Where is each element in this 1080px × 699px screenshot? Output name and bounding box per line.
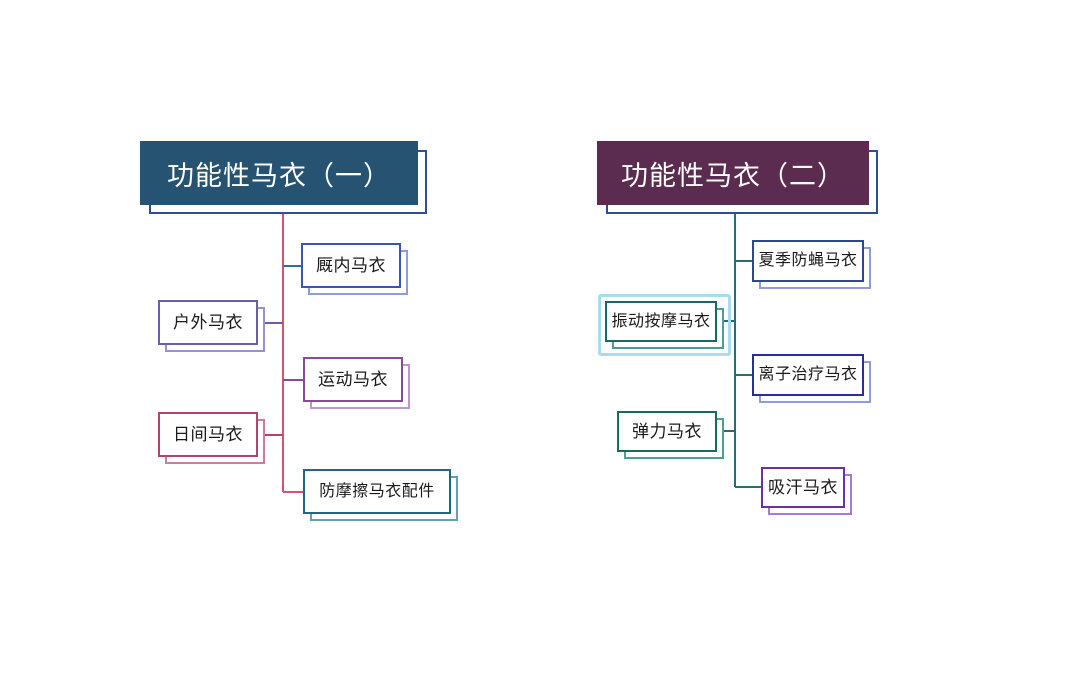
node-tree-right-2-label: 离子治疗马衣 — [758, 366, 858, 383]
trunk-line-tree-right — [734, 205, 736, 487]
connector-node-tree-left-2 — [283, 379, 303, 381]
node-tree-left-0[interactable]: 厩内马衣 — [301, 243, 401, 288]
node-tree-left-0-label: 厩内马衣 — [316, 256, 386, 275]
trunk-line-tree-left — [282, 205, 284, 492]
node-tree-right-2[interactable]: 离子治疗马衣 — [752, 354, 864, 396]
node-tree-left-3[interactable]: 日间马衣 — [158, 412, 258, 457]
node-tree-right-4[interactable]: 吸汗马衣 — [761, 467, 845, 508]
connector-node-tree-right-2 — [735, 374, 752, 376]
node-tree-left-2[interactable]: 运动马衣 — [303, 357, 403, 402]
connector-node-tree-right-0 — [735, 260, 752, 262]
node-tree-left-4-label: 防摩擦马衣配件 — [319, 482, 435, 500]
connector-node-tree-left-3 — [258, 434, 283, 436]
node-tree-right-3-label: 弹力马衣 — [632, 422, 702, 441]
node-tree-left-1[interactable]: 户外马衣 — [158, 300, 258, 345]
node-tree-left-2-label: 运动马衣 — [318, 370, 388, 389]
node-tree-right-0-label: 夏季防蝇马衣 — [758, 252, 858, 269]
connector-node-tree-right-3 — [717, 430, 735, 432]
node-tree-right-3[interactable]: 弹力马衣 — [617, 411, 717, 452]
node-tree-left-3-label: 日间马衣 — [173, 425, 243, 444]
selection-halo — [598, 294, 731, 356]
connector-node-tree-right-4 — [735, 486, 761, 488]
connector-node-tree-right-1 — [717, 320, 735, 322]
node-tree-right-1-label: 振动按摩马衣 — [611, 312, 711, 330]
node-tree-left-1-label: 户外马衣 — [173, 313, 243, 332]
node-tree-right-0[interactable]: 夏季防蝇马衣 — [752, 240, 864, 282]
node-tree-left-4[interactable]: 防摩擦马衣配件 — [303, 469, 451, 514]
connector-node-tree-left-1 — [258, 322, 283, 324]
connector-node-tree-left-4 — [283, 491, 303, 493]
node-tree-right-4-label: 吸汗马衣 — [768, 478, 838, 497]
root-node-tree-right[interactable]: 功能性马衣（二） — [597, 141, 869, 205]
node-tree-right-1[interactable]: 振动按摩马衣 — [605, 301, 717, 342]
root-node-label: 功能性马衣（二） — [621, 160, 845, 191]
connector-node-tree-left-0 — [283, 265, 301, 267]
root-node-tree-left[interactable]: 功能性马衣（一） — [140, 141, 418, 205]
root-node-label: 功能性马衣（一） — [167, 160, 391, 191]
